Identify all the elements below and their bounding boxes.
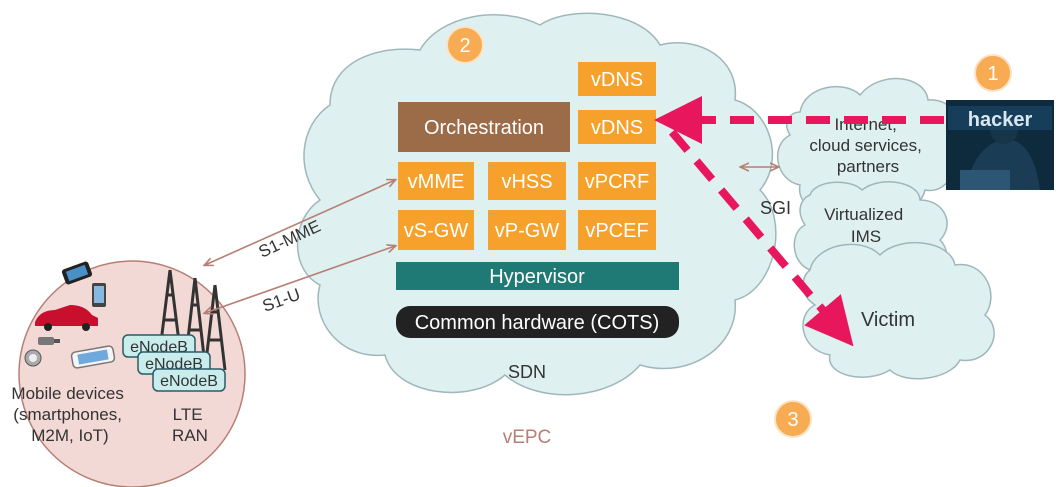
hypervisor-label: Hypervisor (489, 266, 585, 288)
enodeb-label: eNodeB (160, 373, 218, 390)
s1-u-label: S1-U (260, 285, 303, 316)
enodeb-stack: eNodeB eNodeB eNodeB (122, 334, 226, 392)
hacker-image: hacker (946, 100, 1054, 190)
attack-arrow-diagonal (668, 129, 854, 347)
vepc-caption: vEPC (503, 427, 552, 448)
step-badge-number: 2 (459, 35, 470, 57)
devices-label: Mobile devices (smartphones, M2M, IoT) (11, 384, 128, 445)
vpgw-label: vP-GW (495, 220, 560, 242)
vpcef-label: vPCEF (585, 220, 648, 242)
vpcrf-box (578, 162, 656, 200)
vdns-box (578, 110, 656, 144)
sdn-label: SDN (508, 362, 546, 382)
vdns-top-box (578, 62, 656, 96)
enodeb-box (152, 368, 226, 392)
s1-u-link (205, 246, 395, 313)
step-badge: 2 (446, 26, 484, 64)
ims-label: Virtualized IMS (824, 205, 908, 246)
sgi-label: SGI (760, 198, 791, 218)
cell-tower-icon (158, 269, 227, 371)
step-badge-number: 1 (987, 63, 998, 85)
vpcef-box (578, 210, 656, 250)
step-badge: 3 (774, 400, 812, 438)
camera-icon (38, 337, 60, 345)
phone-icon (92, 283, 106, 307)
vpgw-box (488, 210, 566, 250)
vmme-box (398, 162, 474, 200)
hardware-bar (396, 306, 679, 338)
tablet-icon (70, 345, 116, 369)
vsgw-box (398, 210, 474, 250)
vsgw-label: vS-GW (404, 220, 469, 242)
vpcrf-label: vPCRF (585, 171, 649, 193)
car-icon (35, 305, 98, 331)
internet-cloud (776, 77, 958, 215)
smartphone-icon (61, 261, 93, 285)
hardware-label: Common hardware (COTS) (415, 312, 660, 334)
step-badge: 1 (974, 54, 1012, 92)
hypervisor-bar (396, 262, 679, 290)
hacker-text: hacker (968, 109, 1033, 131)
step-badge-number: 3 (787, 409, 798, 431)
ran-label: LTE RAN (172, 405, 208, 445)
orchestration-box (398, 102, 570, 152)
meter-icon (24, 349, 42, 367)
vdns-label: vDNS (591, 117, 643, 139)
vdns-top-label: vDNS (591, 69, 643, 91)
orchestration-label: Orchestration (424, 117, 544, 139)
vhss-box (488, 162, 566, 200)
vmme-label: vMME (408, 171, 465, 193)
vhss-label: vHSS (501, 171, 552, 193)
victim-label: Victim (861, 309, 915, 331)
